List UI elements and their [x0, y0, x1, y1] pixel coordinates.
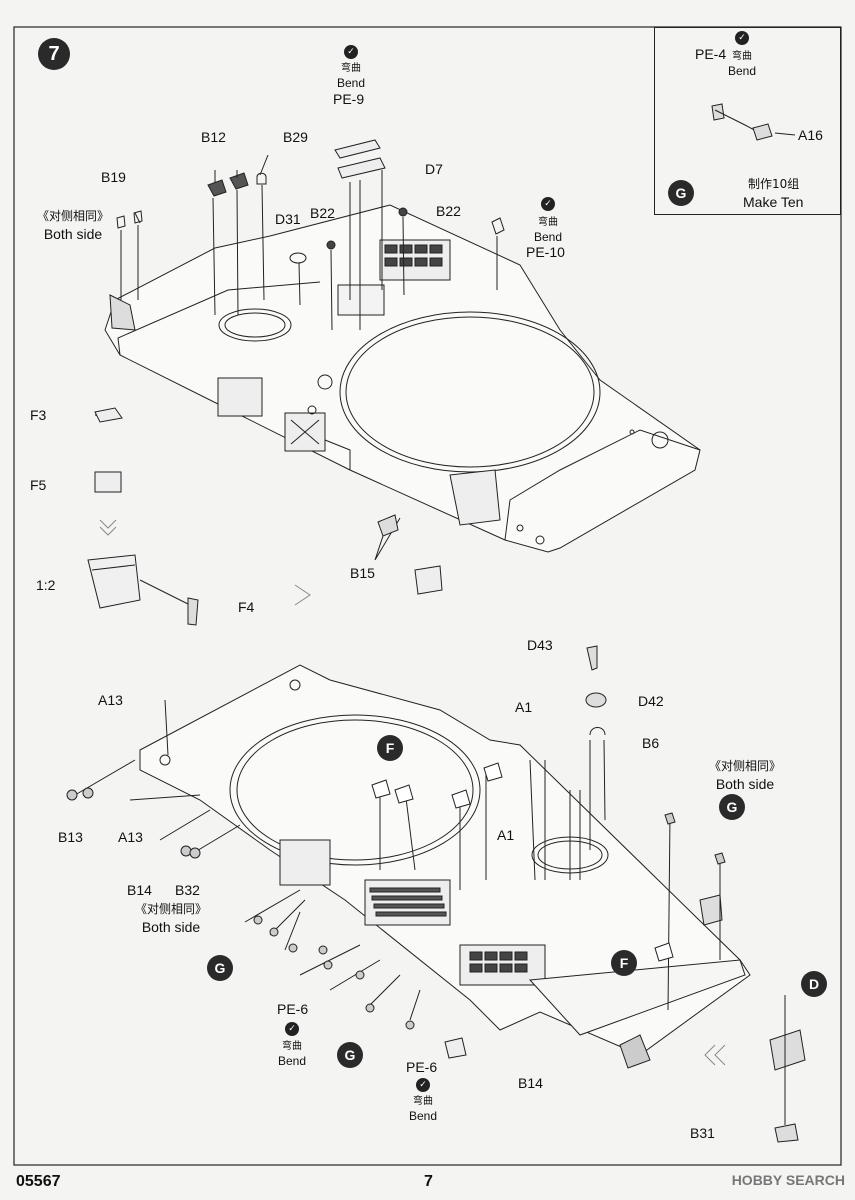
pe6-bend-cn: 弯曲: [413, 1096, 433, 1107]
label-b31: B31: [690, 1125, 715, 1141]
opposite-side-cn: 《对侧相同》: [134, 902, 207, 916]
label-pe6: PE-6: [406, 1059, 438, 1075]
label-f3: F3: [30, 407, 47, 423]
label-pe10: PE-10: [526, 244, 565, 260]
label-a1: A1: [497, 827, 515, 843]
label-b29: B29: [283, 129, 308, 145]
sprue-f-badge: F: [377, 735, 403, 761]
page-number: 7: [424, 1173, 433, 1190]
sprue-g-badge: G: [207, 955, 233, 981]
label-b6: B6: [642, 735, 660, 751]
inset-make-en: Make Ten: [743, 194, 804, 210]
pe6-bend-cn: 弯曲: [282, 1041, 302, 1052]
pe10-bend-en: Bend: [533, 230, 563, 244]
inset-box: [654, 27, 841, 215]
sprue-g-badge: G: [337, 1042, 363, 1068]
label-pe9: PE-9: [333, 91, 365, 107]
lower-hull-drawing: [66, 645, 806, 1143]
pe6-bend-en: Bend: [408, 1109, 438, 1123]
label-b13: B13: [58, 829, 83, 845]
label-d42: D42: [638, 693, 664, 709]
label-f4: F4: [238, 599, 255, 615]
sprue-g-badge: G: [668, 180, 694, 206]
label-a13: A13: [118, 829, 143, 845]
opposite-side-cn: 《对侧相同》: [708, 759, 781, 773]
inset-bend-cn: 弯曲: [732, 51, 752, 62]
label-b19: B19: [101, 169, 126, 185]
label-b12: B12: [201, 129, 226, 145]
sprue-g-badge: G: [719, 794, 745, 820]
bend-icon: ✓: [416, 1078, 430, 1092]
label-a13: A13: [98, 692, 123, 708]
scale-label: 1:2: [36, 577, 56, 593]
label-b32: B32: [175, 882, 200, 898]
label-b15: B15: [350, 565, 375, 581]
both-side-label: Both side: [141, 919, 201, 935]
page-border: [13, 26, 842, 1166]
label-b22: B22: [436, 203, 461, 219]
sprue-d-badge: D: [801, 971, 827, 997]
label-d31: D31: [275, 211, 301, 227]
bend-icon: ✓: [344, 45, 358, 59]
label-b22: B22: [310, 205, 335, 221]
kit-code: 05567: [16, 1173, 61, 1190]
sprue-f-badge: F: [611, 950, 637, 976]
label-d43: D43: [527, 637, 553, 653]
bend-icon: ✓: [541, 197, 555, 211]
bend-icon: ✓: [735, 31, 749, 45]
pe9-bend-en: Bend: [336, 76, 366, 90]
upper-hull-drawing: [87, 139, 701, 626]
both-side-label: Both side: [715, 776, 775, 792]
label-a1: A1: [515, 699, 533, 715]
pe10-bend-cn: 弯曲: [538, 217, 558, 228]
label-b14: B14: [518, 1075, 543, 1091]
pe6-bend-en: Bend: [277, 1054, 307, 1068]
pe9-bend-cn: 弯曲: [341, 63, 361, 74]
inset-bend-en: Bend: [727, 64, 757, 78]
inset-make-cn: 制作10组: [748, 177, 800, 191]
inset-part-a16: A16: [798, 127, 823, 143]
label-f5: F5: [30, 477, 47, 493]
inset-part-pe4: PE-4: [695, 46, 727, 62]
bend-icon: ✓: [285, 1022, 299, 1036]
opposite-side-cn: 《对侧相同》: [36, 209, 109, 223]
step-number-badge: 7: [38, 38, 70, 70]
watermark-logo: HOBBY SEARCH: [731, 1172, 845, 1188]
label-b14: B14: [127, 882, 152, 898]
label-d7: D7: [425, 161, 443, 177]
label-pe6: PE-6: [277, 1001, 309, 1017]
both-side-label: Both side: [43, 226, 103, 242]
inset-drawing: [711, 103, 796, 141]
